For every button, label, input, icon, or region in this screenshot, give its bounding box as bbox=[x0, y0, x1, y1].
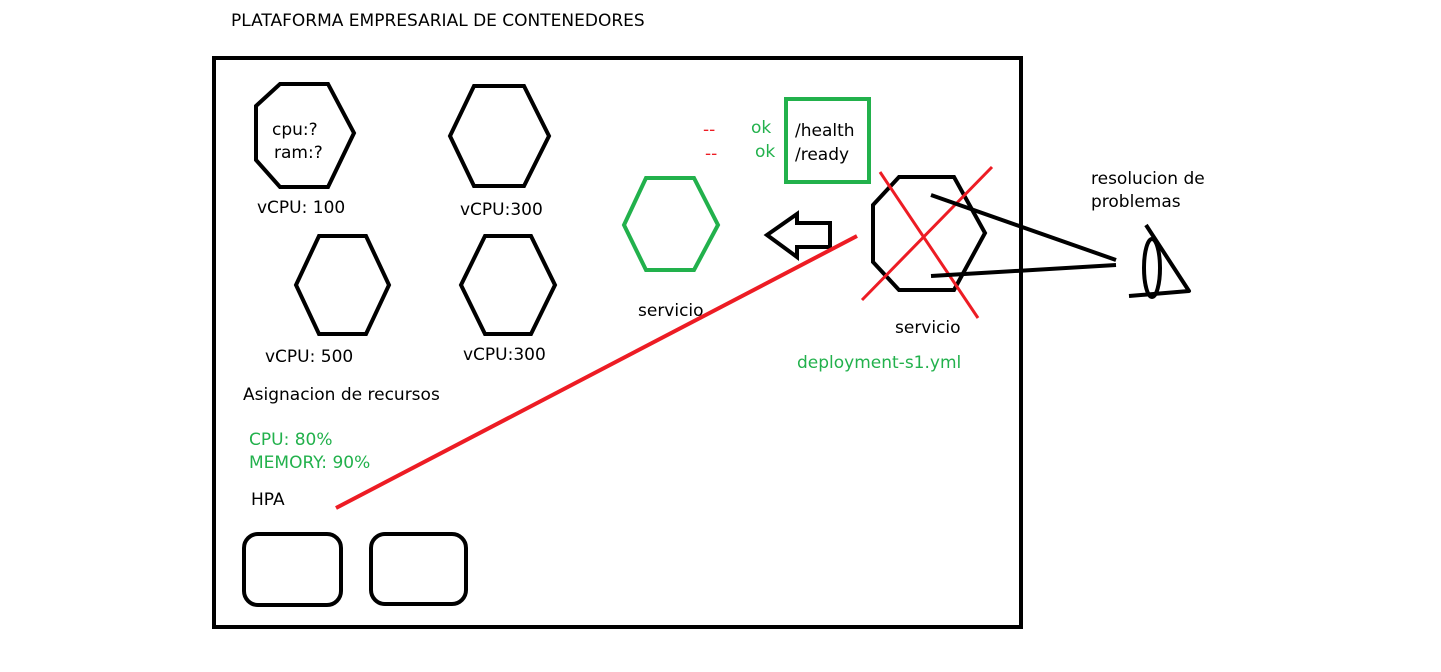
eye-icon bbox=[930, 193, 1191, 299]
diagram-title: PLATAFORMA EMPRESARIAL DE CONTENEDORES bbox=[231, 11, 645, 31]
resources-heading: Asignacion de recursos bbox=[243, 385, 440, 405]
probe-1-dash: -- bbox=[703, 120, 716, 140]
failed-service-hexagon bbox=[871, 175, 988, 292]
probe-1-status: ok bbox=[751, 118, 772, 138]
hpa-pod-2 bbox=[369, 532, 468, 606]
deployment-file-label: deployment-s1.yml bbox=[797, 353, 962, 373]
failed-service-label: servicio bbox=[895, 318, 961, 338]
replace-arrow bbox=[763, 210, 832, 261]
hpa-label: HPA bbox=[251, 490, 285, 510]
node-2-caption: vCPU:300 bbox=[460, 200, 543, 220]
node-1-caption: vCPU: 100 bbox=[257, 198, 346, 218]
healthy-service-hexagon bbox=[621, 176, 721, 272]
probe-1-endpoint: /health bbox=[795, 121, 855, 141]
resources-memory: MEMORY: 90% bbox=[249, 453, 371, 473]
node-3-caption: vCPU: 500 bbox=[265, 347, 354, 367]
hexagon-node-1 bbox=[254, 82, 357, 189]
failure-cross-line-2 bbox=[860, 165, 994, 302]
resources-cpu: CPU: 80% bbox=[249, 430, 333, 450]
probe-2-endpoint: /ready bbox=[795, 145, 850, 165]
hexagon-node-3 bbox=[293, 234, 392, 336]
hexagon-node-4 bbox=[458, 234, 558, 336]
hpa-pod-1 bbox=[242, 532, 343, 607]
failure-cross-line-1 bbox=[878, 171, 980, 319]
troubleshooting-label-line1: resolucion de bbox=[1091, 169, 1205, 189]
node-4-caption: vCPU:300 bbox=[463, 345, 546, 365]
hexagon-node-2 bbox=[447, 84, 552, 188]
troubleshooting-label-line2: problemas bbox=[1091, 192, 1181, 212]
probe-2-status: ok bbox=[755, 142, 776, 162]
healthy-service-label: servicio bbox=[638, 301, 704, 321]
platform-boundary bbox=[212, 56, 1023, 629]
probe-box bbox=[784, 97, 871, 184]
probe-2-dash: -- bbox=[705, 144, 718, 164]
node-1-ram-label: ram:? bbox=[274, 143, 323, 163]
scaling-line bbox=[335, 234, 858, 510]
node-1-cpu-label: cpu:? bbox=[272, 120, 318, 140]
